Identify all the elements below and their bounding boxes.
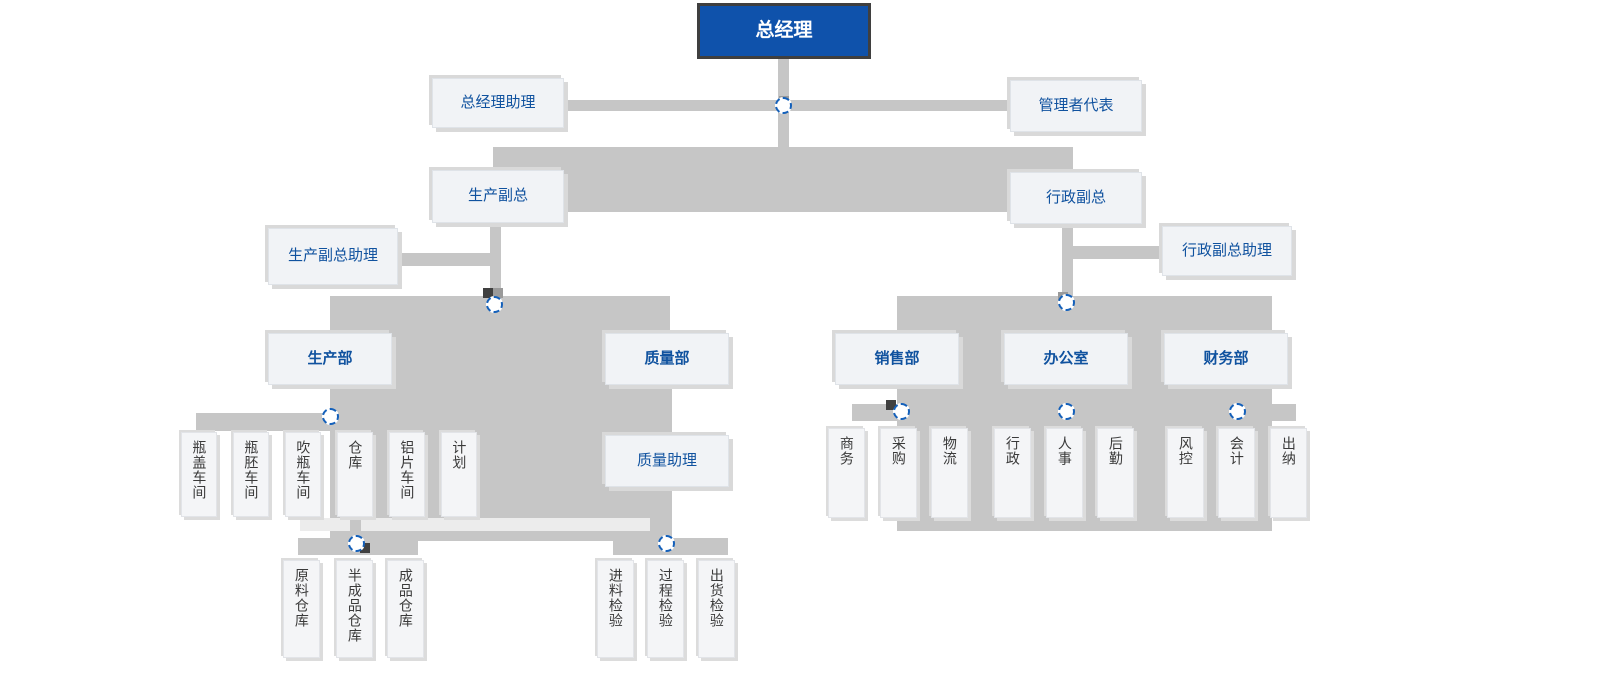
connector-admin-vp-stem <box>1062 222 1073 307</box>
node-production-vp[interactable]: 生产副总 <box>432 170 564 223</box>
node-production-child[interactable]: 瓶胚车间 <box>233 432 269 517</box>
node-administrative-vp-assistant[interactable]: 行政副总助理 <box>1162 226 1292 276</box>
node-label: 质量助理 <box>636 451 697 469</box>
node-production-vp-assistant[interactable]: 生产副总助理 <box>268 228 398 285</box>
node-office-child[interactable]: 人事 <box>1046 428 1083 518</box>
node-label: 质量部 <box>644 349 690 367</box>
node-label: 吹瓶车间 <box>295 440 312 500</box>
node-label: 过程检验 <box>657 568 674 628</box>
collapse-handle-warehouse[interactable] <box>348 535 365 552</box>
connector-quality-assistant-stem <box>661 488 672 540</box>
node-label: 行政副总助理 <box>1181 241 1272 259</box>
node-production-child[interactable]: 瓶盖车间 <box>181 432 217 517</box>
collapse-handle-administrative-vp[interactable] <box>1058 294 1075 311</box>
node-label: 出纳 <box>1280 436 1297 466</box>
selection-handle-square[interactable] <box>886 400 896 410</box>
node-label: 管理者代表 <box>1038 96 1114 114</box>
node-label: 原料仓库 <box>293 568 310 628</box>
selection-handle-square[interactable] <box>483 288 493 298</box>
node-quality-child[interactable]: 进料检验 <box>597 560 634 658</box>
node-label: 会计 <box>1228 436 1245 466</box>
node-production-child[interactable]: 计划 <box>441 432 477 517</box>
node-label: 风控 <box>1177 436 1194 466</box>
collapse-handle-production-vp[interactable] <box>486 296 503 313</box>
node-label: 生产副总助理 <box>287 247 378 265</box>
collapse-handle-root[interactable] <box>775 97 792 114</box>
node-sales-child[interactable]: 商务 <box>828 428 865 518</box>
node-label: 生产部 <box>307 349 353 367</box>
node-administrative-vp[interactable]: 行政副总 <box>1010 172 1142 224</box>
node-label: 总经理 <box>755 20 813 42</box>
node-quality-assistant[interactable]: 质量助理 <box>605 435 729 487</box>
connector-prod-vp-assistant <box>398 253 493 266</box>
node-label: 物流 <box>941 436 958 466</box>
node-production-child-warehouse[interactable]: 仓库 <box>337 432 373 517</box>
node-label: 后勤 <box>1107 436 1124 466</box>
node-finance-child[interactable]: 会计 <box>1218 428 1255 518</box>
node-finance-child[interactable]: 出纳 <box>1270 428 1307 518</box>
node-label: 办公室 <box>1043 349 1089 367</box>
node-general-manager[interactable]: 总经理 <box>697 3 871 59</box>
node-label: 行政副总 <box>1045 188 1106 206</box>
node-office-child[interactable]: 行政 <box>994 428 1031 518</box>
node-warehouse-child[interactable]: 成品仓库 <box>387 560 424 658</box>
node-office-department[interactable]: 办公室 <box>1004 333 1128 385</box>
node-finance-child[interactable]: 风控 <box>1167 428 1204 518</box>
collapse-handle-office-department[interactable] <box>1058 403 1075 420</box>
collapse-handle-finance-department[interactable] <box>1229 403 1246 420</box>
node-sales-department[interactable]: 销售部 <box>835 333 959 385</box>
selection-handle-square[interactable] <box>493 288 503 298</box>
connector-admin-vp-assistant <box>1062 246 1162 259</box>
node-production-department[interactable]: 生产部 <box>268 333 392 385</box>
node-gm-assistant[interactable]: 总经理助理 <box>432 78 564 128</box>
node-label: 行政 <box>1004 436 1021 466</box>
connector-warehouse-stem <box>350 519 361 544</box>
node-label: 瓶盖车间 <box>191 440 208 500</box>
node-label: 计划 <box>451 440 468 470</box>
node-finance-department[interactable]: 财务部 <box>1164 333 1288 385</box>
connector-prod-children-bar <box>196 413 486 431</box>
connector-vp-band <box>493 147 1073 212</box>
node-sales-child[interactable]: 采购 <box>880 428 917 518</box>
node-label: 销售部 <box>874 349 920 367</box>
node-label: 采购 <box>890 436 907 466</box>
node-label: 人事 <box>1056 436 1073 466</box>
node-management-representative[interactable]: 管理者代表 <box>1010 80 1142 132</box>
node-quality-department[interactable]: 质量部 <box>605 333 729 385</box>
node-warehouse-child[interactable]: 半成品仓库 <box>336 560 373 658</box>
connector-root-to-vp-stem <box>778 108 789 148</box>
connector-quality-stem <box>661 385 672 435</box>
node-production-child[interactable]: 吹瓶车间 <box>285 432 321 517</box>
node-label: 半成品仓库 <box>346 568 363 643</box>
node-office-child[interactable]: 后勤 <box>1097 428 1134 518</box>
node-label: 仓库 <box>347 440 364 470</box>
node-quality-child[interactable]: 出货检验 <box>698 560 735 658</box>
selection-handle-square[interactable] <box>360 543 370 553</box>
node-label: 总经理助理 <box>460 93 536 111</box>
node-label: 商务 <box>838 436 855 466</box>
node-label: 瓶胚车间 <box>243 440 260 500</box>
node-warehouse-child[interactable]: 原料仓库 <box>283 560 320 658</box>
collapse-handle-sales-department[interactable] <box>893 403 910 420</box>
connector-root-stem <box>778 58 789 108</box>
node-label: 铝片车间 <box>399 440 416 500</box>
node-label: 成品仓库 <box>397 568 414 628</box>
node-label: 进料检验 <box>607 568 624 628</box>
node-sales-child[interactable]: 物流 <box>931 428 968 518</box>
node-quality-child[interactable]: 过程检验 <box>647 560 684 658</box>
node-production-child[interactable]: 铝片车间 <box>389 432 425 517</box>
connector-prod-vp-stem <box>490 212 501 307</box>
connector-warehouse-rail <box>300 518 650 531</box>
node-label: 生产副总 <box>467 187 528 205</box>
node-label: 出货检验 <box>708 568 725 628</box>
node-label: 财务部 <box>1203 349 1249 367</box>
collapse-handle-quality-assistant[interactable] <box>658 535 675 552</box>
collapse-handle-production-department[interactable] <box>322 408 339 425</box>
